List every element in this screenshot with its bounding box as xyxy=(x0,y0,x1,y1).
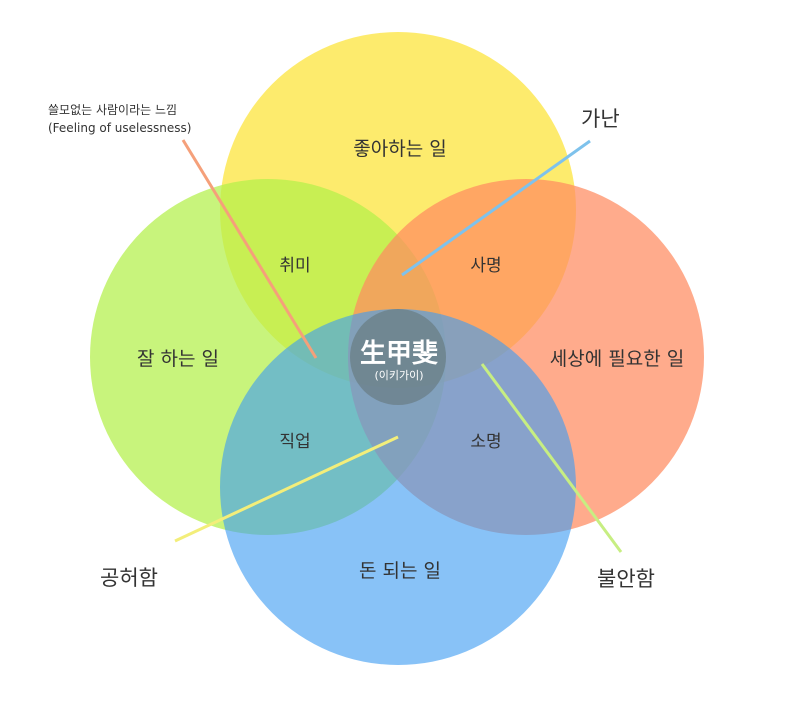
center-title: 生甲斐 xyxy=(360,339,438,369)
label-job: 직업 xyxy=(279,432,310,452)
label-paid: 돈 되는 일 xyxy=(359,560,441,582)
callout-uselessness-ko: 쓸모없는 사람이라는 느낌 xyxy=(48,103,177,117)
callout-emptiness: 공허함 xyxy=(100,566,158,590)
callout-line-emptiness xyxy=(174,435,399,543)
callout-anxiety: 불안함 xyxy=(597,567,655,591)
label-love: 좋아하는 일 xyxy=(353,138,446,160)
label-mission: 사명 xyxy=(470,256,501,276)
circle-paid xyxy=(220,309,576,665)
label-hobby: 취미 xyxy=(279,256,310,276)
center-core xyxy=(350,309,446,405)
callout-poverty: 가난 xyxy=(581,107,620,131)
label-world-needs: 세상에 필요한 일 xyxy=(550,348,684,370)
center-reading: (이키가이) xyxy=(374,369,423,382)
label-good-at: 잘 하는 일 xyxy=(137,348,219,370)
callout-line-anxiety xyxy=(480,363,623,553)
callout-line-poverty xyxy=(401,139,591,277)
label-vocation: 소명 xyxy=(470,432,501,452)
callout-line-uselessness xyxy=(181,139,318,359)
callout-uselessness-en: (Feeling of uselessness) xyxy=(48,121,191,135)
